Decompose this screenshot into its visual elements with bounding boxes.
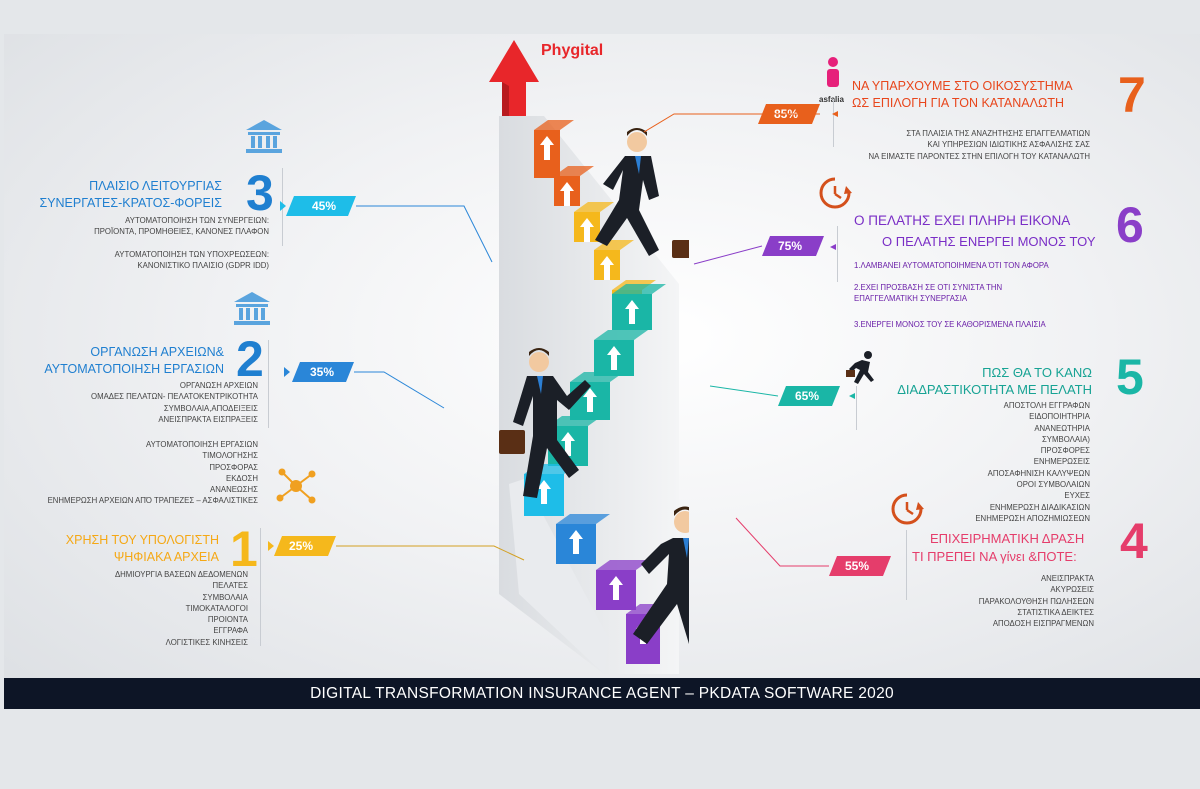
footer-banner: DIGITAL TRANSFORMATION INSURANCE AGENT –…: [4, 678, 1200, 709]
staircase-base: [509, 479, 609, 674]
stair-tread: [612, 284, 666, 294]
clock-icon: [819, 177, 852, 209]
businessmen-illustration: [499, 128, 689, 644]
step-up-arrow-icon: [607, 346, 621, 370]
step-up-arrow-icon: [600, 256, 614, 280]
step-7-items: ΣΤΑ ΠΛΑΙΣΙΑ ΤΗΣ ΑΝΑΖΗΤΗΣΗΣ ΕΠΑΓΓΕΛΜΑΤΙΩΝ…: [868, 129, 1090, 161]
step-up-arrow-icon: [569, 530, 583, 554]
institution-icon: [244, 118, 284, 159]
step-4-percent: 55%: [845, 559, 870, 573]
step-up-arrow-icon: [609, 576, 623, 600]
step-3-number: 3: [246, 165, 274, 221]
stair-tread: [594, 330, 648, 340]
step-2-percent: 35%: [310, 365, 335, 379]
step-up-arrow-icon: [540, 136, 554, 160]
step-5-number: 5: [1116, 349, 1144, 405]
step-4-number: 4: [1120, 513, 1148, 569]
step-6-title-line-2: Ο ΠΕΛΑΤΗΣ ΕΝΕΡΓΕΙ ΜΟΝΟΣ ΤΟΥ: [882, 234, 1096, 249]
step-6-title-line-1: Ο ΠΕΛΑΤΗΣ ΕΧΕΙ ΠΛΗΡΗ ΕΙΚΟΝΑ: [854, 213, 1071, 228]
step-up-arrow-icon: [537, 480, 551, 504]
step-3-percent: 45%: [312, 199, 337, 213]
stair-tread: [596, 560, 650, 570]
step-up-arrow-icon: [561, 432, 575, 456]
step-up-arrow-icon: [580, 218, 594, 242]
step-6-percent-badge: [762, 236, 824, 256]
staircase-illustration: [489, 40, 679, 674]
step-6-item-3: 3.ΕΝΕΡΓΕΙ ΜΟΝΟΣ ΤΟΥ ΣΕ ΚΑΘΟΡΙΣΜΕΝΑ ΠΛΑΙΣ…: [854, 320, 1046, 329]
step-3-percent-badge: [286, 196, 356, 216]
step-1-percent-badge: [274, 536, 336, 556]
businessman-bottom: [633, 506, 689, 644]
step-1-number: 1: [230, 521, 258, 577]
step-2-percent-badge: [292, 362, 354, 382]
clock-icon: [891, 493, 924, 525]
phygital-label: Phygital: [541, 42, 604, 59]
step-up-arrow-icon: [560, 182, 574, 206]
stair-tread: [574, 202, 614, 212]
step-up-arrow-icon: [625, 300, 639, 324]
step-6-number: 6: [1116, 197, 1144, 253]
step-6-percent: 75%: [778, 239, 803, 253]
stair-tread: [554, 166, 594, 176]
stair-tread: [556, 514, 610, 524]
businessman-middle: [499, 348, 591, 498]
step-2-number: 2: [236, 331, 264, 387]
step-7-percent: 85%: [774, 107, 799, 121]
step-5-percent: 65%: [795, 389, 820, 403]
stair-tread: [570, 372, 624, 382]
businessman-top: [595, 128, 689, 258]
step-4-percent-badge: [829, 556, 891, 576]
step-up-arrow-icon: [583, 388, 597, 412]
step-3-items: ΑΥΤΟΜΑΤΟΠΟΙΗΣΗ ΤΩΝ ΣΥΝΕΡΓΕΙΩΝ:ΠΡΟΪΟΝΤΑ, …: [94, 216, 269, 271]
step-6-item-1: 1.ΛΑΜΒΑΝΕΙ ΑΥΤΟΜΑΤΟΠΟΙΗΜΕΝΑ ΌΤΙ ΤΟΝ ΑΦΟΡ…: [854, 261, 1049, 270]
step-7-number: 7: [1118, 67, 1146, 123]
step-1-percent: 25%: [289, 539, 314, 553]
up-arrow-icon: [489, 40, 539, 116]
step-5-percent-badge: [778, 386, 840, 406]
stair-tread: [548, 416, 602, 426]
institution-icon: [232, 290, 272, 331]
network-icon: [276, 468, 316, 504]
stair-tread: [534, 120, 574, 130]
runner-icon: [846, 351, 874, 384]
asfalia-logo: asfalia: [819, 56, 847, 104]
stair-tread: [594, 240, 634, 250]
step-2-title: ΟΡΓΑΝΩΣΗ ΑΡΧΕΙΩΝ&ΑΥΤΟΜΑΤΟΠΟΙΗΣΗ ΕΡΓΑΣΙΩΝ: [44, 345, 224, 376]
